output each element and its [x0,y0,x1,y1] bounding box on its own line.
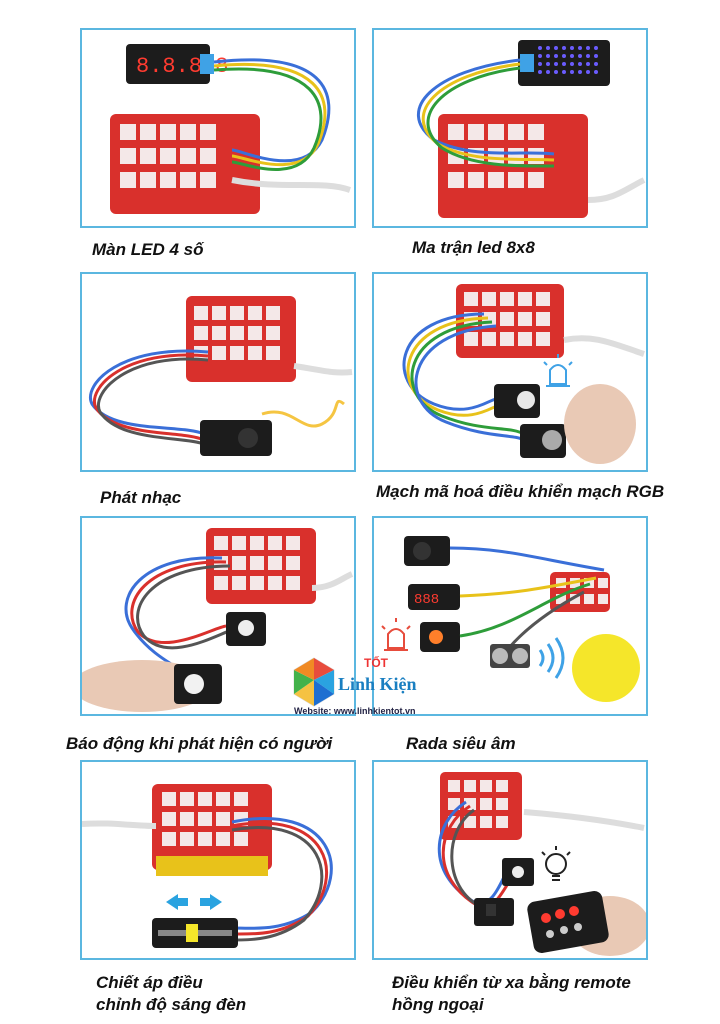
motion-alarm-photo [82,528,354,712]
panel-potentiometer [80,760,356,960]
caption-rgb-encoder: Mạch mã hoá điều khiển mạch RGB [376,482,665,501]
panel-ultrasonic-radar: 888 [372,516,648,716]
caption-led-matrix: Ma trận led 8x8 [412,238,535,257]
caption-potentiometer-line1: Chiết áp điều [96,973,203,992]
panel-led-matrix [372,28,648,228]
potentiometer-photo [82,784,333,948]
caption-led-4-digit: Màn LED 4 số [92,240,204,259]
alarm-light-icon [381,618,411,651]
led-matrix-photo [417,40,646,218]
connector-grid [120,124,216,188]
caption-ir-remote-line2: hồng ngoại [392,995,484,1014]
caption-ultrasonic-radar: Rada siêu âm [406,734,516,753]
rgb-encoder-photo [402,284,645,464]
caption-music: Phát nhạc [100,488,182,507]
caption-potentiometer: Chiết áp điều chỉnh độ sáng đèn [96,972,246,1016]
svg-text:888: 888 [414,592,439,608]
arrows-left-right-icon [166,894,222,910]
light-bulb-icon [541,846,571,881]
caption-potentiometer-line2: chỉnh độ sáng đèn [96,995,247,1014]
music-photo [89,296,353,456]
panel-rgb-encoder [372,272,648,472]
logo-mark-icon [293,657,335,707]
logo-brand: Linh Kiện [338,674,417,694]
led-display-module [408,584,460,610]
panel-led-4-digit: 8.8.8.8 [80,28,356,228]
alarm-light-icon [543,354,573,387]
logo-website: Website: www.linhkientot.vn [294,706,416,716]
logo-tot: TỐT [364,656,388,670]
caption-ir-remote: Điều khiển từ xa bằng remote hồng ngoại [392,972,631,1016]
hand [564,384,636,464]
wave-icon [538,637,565,679]
caption-motion-alarm: Báo động khi phát hiện có người [66,734,333,753]
led-4-digit-photo: 8.8.8.8 [110,44,352,214]
panel-ir-remote [372,760,648,960]
led-display-module [126,44,210,84]
panel-music [80,272,356,472]
buzzer-module [200,420,272,456]
caption-ir-remote-line1: Điều khiển từ xa bằng remote [392,973,631,992]
ball [572,634,640,702]
ir-remote [527,891,609,953]
ir-remote-photo [437,772,646,956]
ultrasonic-radar-photo: 888 [381,536,640,702]
brand-logo: TỐT Linh Kiện Website: www.linhkientot.v… [292,646,432,726]
